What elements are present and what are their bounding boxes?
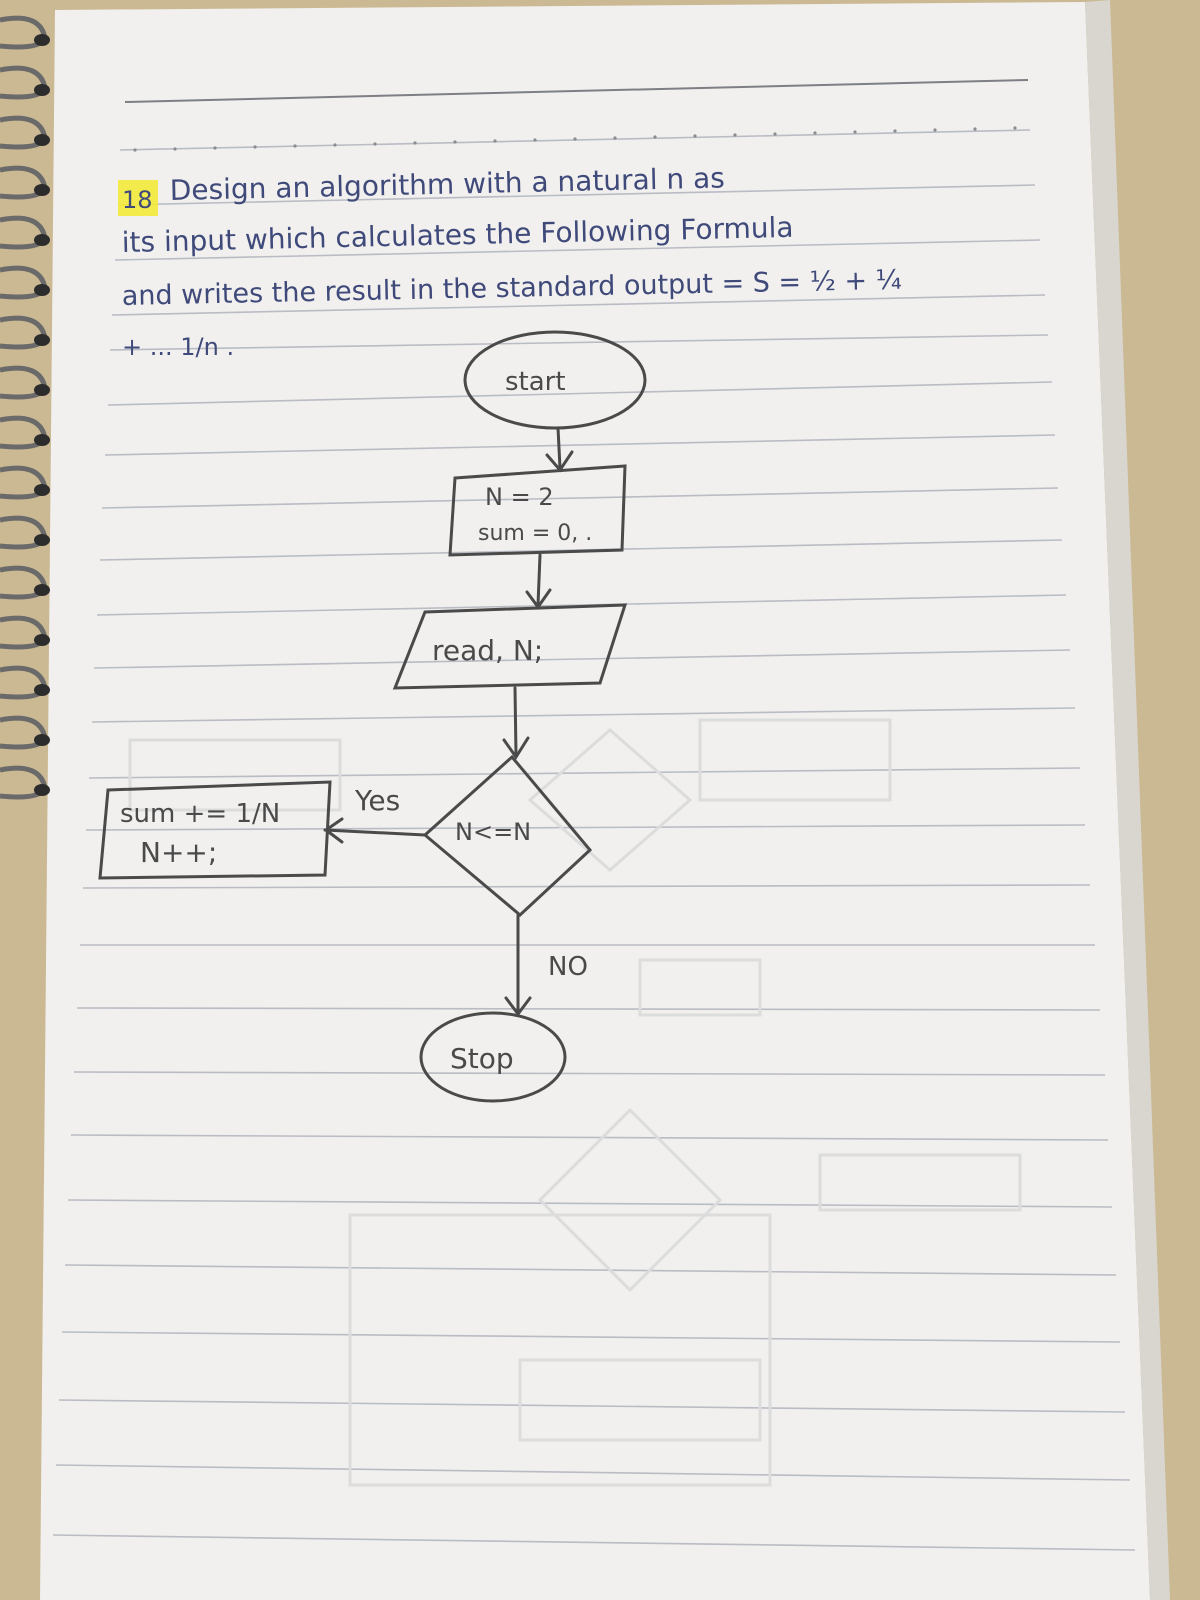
number-highlight <box>118 180 158 216</box>
init-label-2: sum = 0, . <box>478 521 592 546</box>
spiral-holes <box>34 34 50 796</box>
loop-label-2: N++; <box>140 836 217 869</box>
yes-label: Yes <box>354 784 400 817</box>
decision-diamond <box>422 754 593 918</box>
read-input-parallelogram <box>392 603 628 690</box>
ruled-lines <box>52 79 1136 1551</box>
read-label: read, N; <box>432 634 543 667</box>
arrow-init-to-read <box>536 553 542 607</box>
arrow-yes-to-loop <box>323 828 427 837</box>
arrow-start-to-init <box>556 426 562 470</box>
arrow-read-to-decision <box>513 686 518 757</box>
bleed-through-marks <box>128 718 1022 1487</box>
init-label-1: N = 2 <box>485 483 554 511</box>
problem-number: 18 <box>122 186 153 214</box>
dotted-guide <box>133 126 1017 152</box>
flowchart <box>98 330 647 1103</box>
loop-process-box <box>98 780 332 880</box>
page-shadow <box>1085 0 1170 1600</box>
start-label: start <box>505 367 566 397</box>
init-process-box <box>448 464 627 557</box>
loop-label-1: sum += 1/N <box>120 799 280 829</box>
stop-label: Stop <box>450 1042 514 1075</box>
problem-line-4: + ... 1/n . <box>122 333 234 361</box>
arrowhead-read-to-decision <box>502 736 530 760</box>
decision-label: N<=N <box>455 818 531 846</box>
notebook-page <box>40 2 1150 1600</box>
stop-terminal <box>419 1011 567 1103</box>
no-label: NO <box>548 952 588 982</box>
arrowhead-no-to-stop <box>504 996 532 1017</box>
flowchart-labels: start N = 2 sum = 0, . read, N; N<=N Yes… <box>120 367 592 1075</box>
start-terminal <box>463 330 647 430</box>
